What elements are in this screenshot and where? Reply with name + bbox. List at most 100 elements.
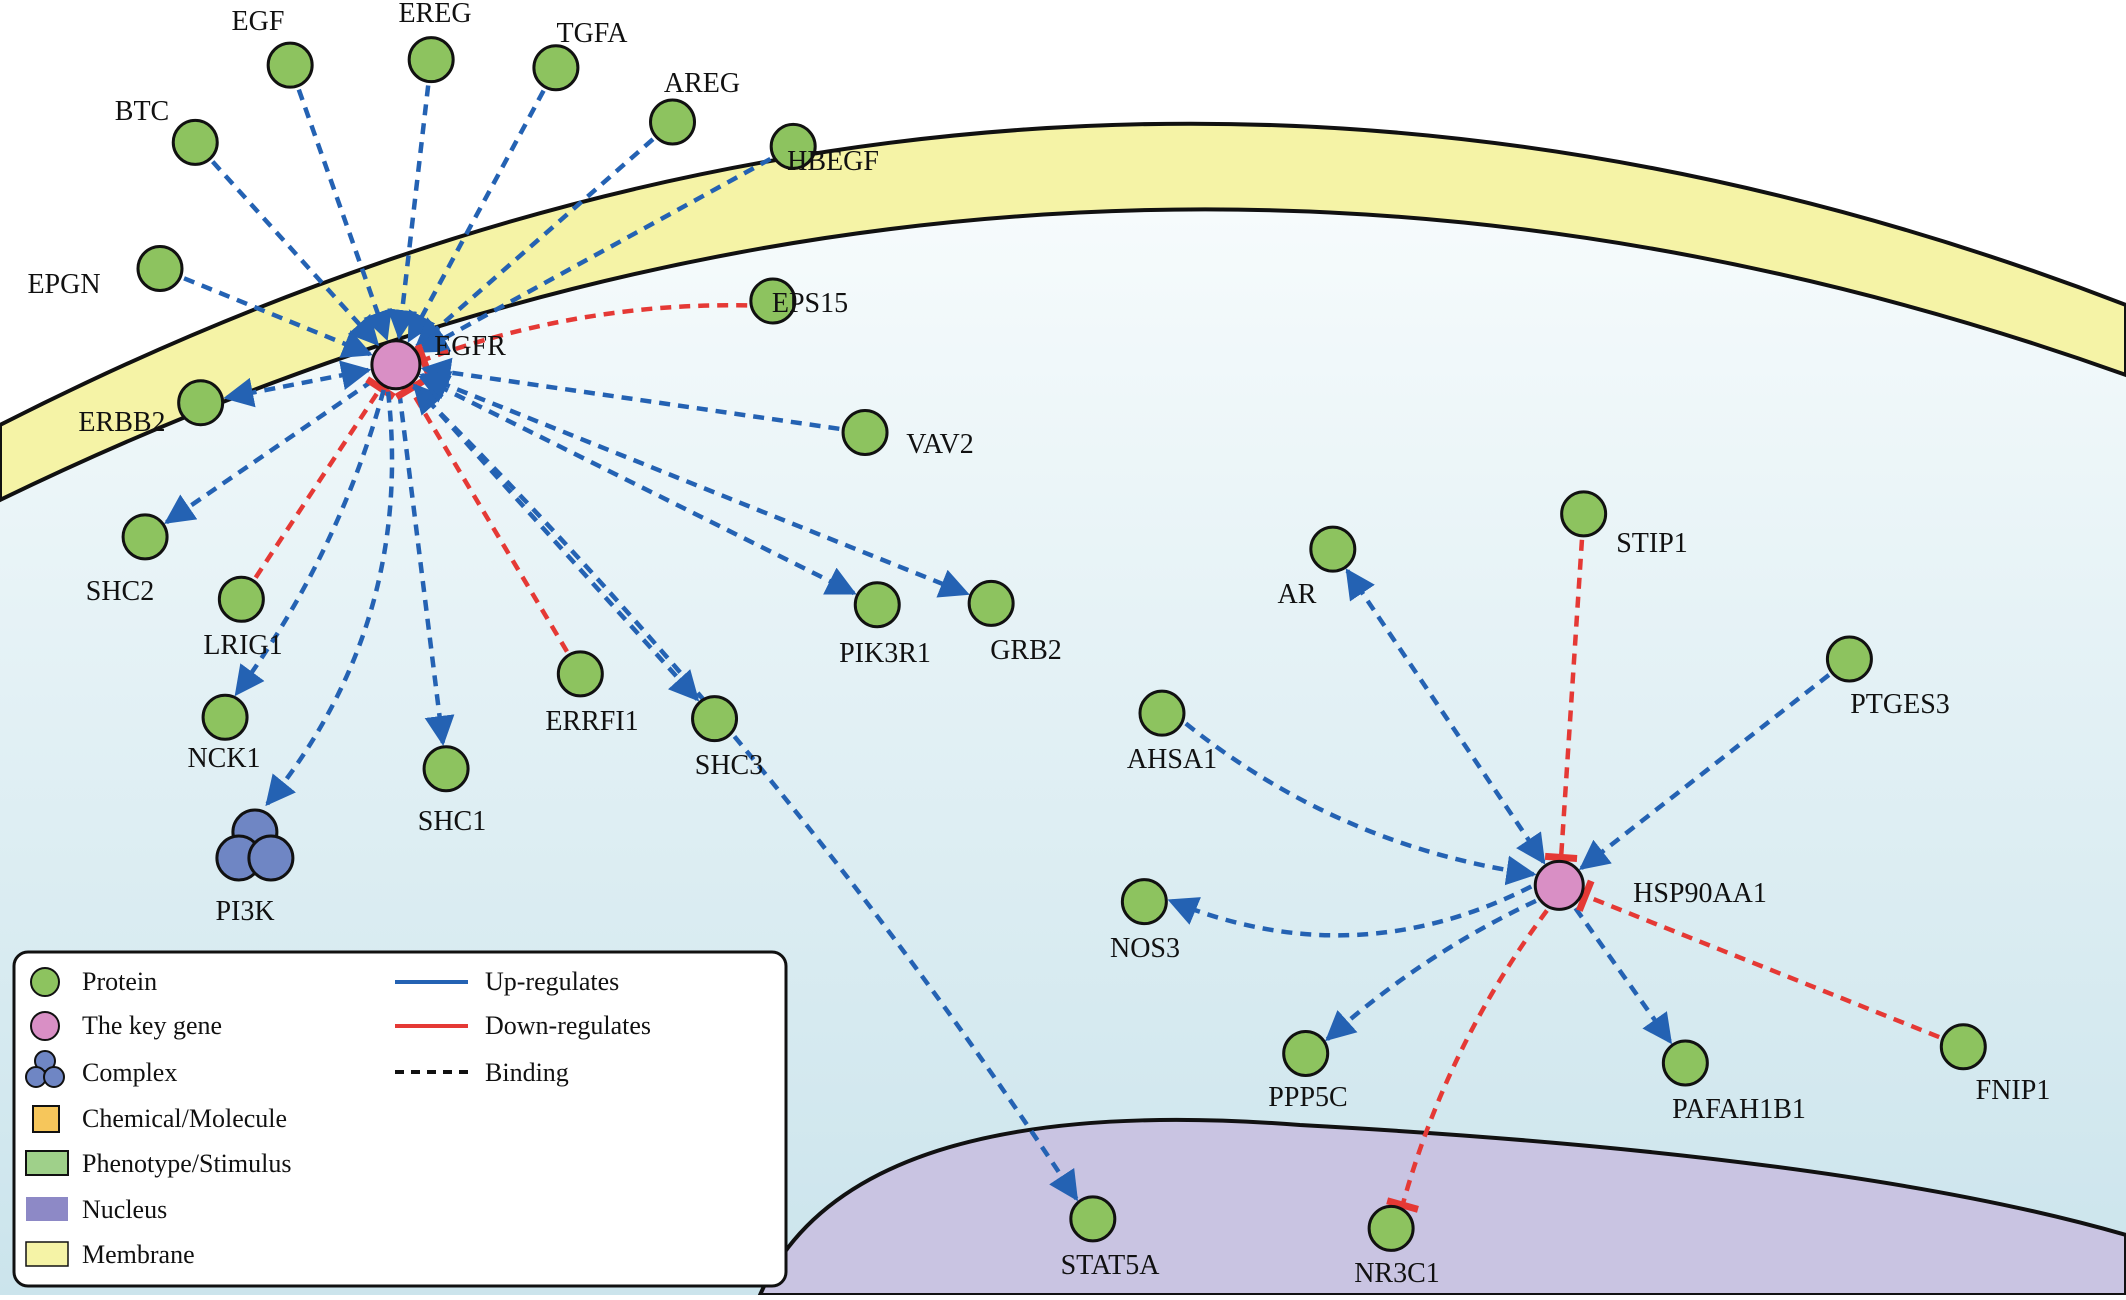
edge-ptges3-hsp90aa1: [1578, 673, 1831, 871]
node-shc2[interactable]: SHC2: [86, 513, 169, 607]
legend-protein-label: Protein: [82, 967, 157, 996]
edge-egfr-nck1: [234, 389, 386, 697]
node-ppp5c[interactable]: PPP5C: [1268, 1030, 1348, 1113]
node-label-epgn: EPGN: [27, 269, 100, 300]
node-label-egfr: EGFR: [434, 331, 506, 362]
node-hsp90aa1[interactable]: HSP90AA1: [1533, 859, 1767, 911]
protein-circle: [853, 581, 901, 629]
nucleus-region: [756, 1117, 2126, 1297]
protein-circle: [1939, 1023, 1987, 1071]
node-fnip1[interactable]: FNIP1: [1939, 1023, 2050, 1106]
node-label-btc: BTC: [115, 96, 169, 127]
protein-circle: [407, 36, 455, 84]
node-label-pafah1b1: PAFAH1B1: [1672, 1094, 1806, 1125]
node-label-vav2: VAV2: [906, 429, 973, 460]
node-grb2[interactable]: GRB2: [967, 579, 1062, 666]
node-label-grb2: GRB2: [990, 635, 1062, 666]
node-stip1[interactable]: STIP1: [1560, 490, 1688, 559]
protein-circle: [171, 118, 219, 166]
key-gene-circle: [370, 339, 422, 391]
node-epgn[interactable]: EPGN: [27, 244, 184, 300]
edge-egfr-stat5a: [412, 384, 1079, 1202]
legend-phenotype-label: Phenotype/Stimulus: [82, 1149, 291, 1178]
node-areg[interactable]: AREG: [649, 68, 741, 146]
node-ar[interactable]: AR: [1278, 525, 1357, 610]
node-stat5a[interactable]: STAT5A: [1061, 1195, 1161, 1281]
protein-circle: [136, 244, 184, 292]
edge-tgfa-egfr: [407, 89, 546, 343]
legend-complex-icon: [25, 1050, 65, 1088]
node-ptges3[interactable]: PTGES3: [1825, 635, 1950, 720]
protein-circle: [841, 409, 889, 457]
protein-circle: [1282, 1030, 1330, 1078]
node-ereg[interactable]: EREG: [398, 0, 472, 84]
edge-stip1-hsp90aa1: [1558, 539, 1585, 858]
protein-circle: [217, 575, 265, 623]
key-gene-circle: [1533, 859, 1585, 911]
edge-egfr-shc2: [164, 378, 375, 525]
protein-circle: [532, 44, 580, 92]
edge-hsp90aa1-ar: [1345, 568, 1546, 865]
node-label-nr3c1: NR3C1: [1354, 1258, 1440, 1289]
node-pik3r1[interactable]: PIK3R1: [839, 581, 931, 669]
node-label-hbegf: HBEGF: [787, 146, 879, 177]
legend-chemical-label: Chemical/Molecule: [82, 1104, 287, 1133]
node-lrig1[interactable]: LRIG1: [203, 575, 283, 661]
node-label-ahsa1: AHSA1: [1127, 744, 1217, 775]
legend-binding-label: Binding: [485, 1058, 569, 1087]
interaction-edges: [164, 85, 1940, 1213]
edge-hsp90aa1-nr3c1: [1400, 909, 1549, 1206]
protein-circle: [769, 122, 817, 170]
node-hbegf[interactable]: HBEGF: [769, 122, 879, 177]
node-label-pik3r1: PIK3R1: [839, 638, 931, 669]
protein-circle: [1825, 635, 1873, 683]
legend-nucleus-icon: [26, 1197, 68, 1221]
node-label-tgfa: TGFA: [556, 18, 628, 49]
node-label-eps15: EPS15: [772, 288, 848, 319]
node-vav2[interactable]: VAV2: [841, 409, 974, 460]
legend-box: [12, 950, 788, 1288]
node-pafah1b1[interactable]: PAFAH1B1: [1661, 1039, 1806, 1125]
node-eps15[interactable]: EPS15: [749, 277, 848, 325]
edge-btc-egfr: [210, 160, 380, 347]
node-nos3[interactable]: NOS3: [1110, 878, 1180, 964]
node-shc3[interactable]: SHC3: [691, 695, 764, 781]
legend-phenotype-icon: [25, 1150, 69, 1176]
node-nck1[interactable]: NCK1: [187, 693, 261, 774]
protein-circle: [556, 650, 604, 698]
node-label-stip1: STIP1: [1616, 528, 1688, 559]
edge-hsp90aa1-ppp5c: [1325, 898, 1537, 1042]
cell-membrane-band: [0, 121, 2126, 503]
node-label-lrig1: LRIG1: [203, 630, 282, 661]
node-ahsa1[interactable]: AHSA1: [1127, 689, 1217, 775]
protein-circle: [1560, 490, 1608, 538]
node-shc1[interactable]: SHC1: [418, 745, 486, 837]
node-nr3c1[interactable]: NR3C1: [1354, 1204, 1440, 1289]
protein-circle: [177, 379, 225, 427]
legend-down-label: Down-regulates: [485, 1011, 651, 1040]
node-label-erbb2: ERBB2: [78, 407, 165, 438]
node-btc[interactable]: BTC: [115, 96, 219, 166]
protein-circle: [1367, 1204, 1415, 1252]
edge-fnip1-hsp90aa1: [1584, 893, 1940, 1040]
node-egf[interactable]: EGF: [232, 6, 314, 89]
legend-protein-icon: [30, 967, 60, 997]
node-label-shc3: SHC3: [695, 750, 763, 781]
edge-areg-egfr: [414, 137, 655, 349]
edge-hbegf-egfr: [417, 156, 772, 354]
protein-circle: [749, 277, 797, 325]
edge-egfr-pi3k: [265, 391, 395, 807]
node-tgfa[interactable]: TGFA: [532, 18, 628, 92]
protein-circle: [1661, 1039, 1709, 1087]
legend-membrane-icon: [25, 1241, 69, 1267]
node-erbb2[interactable]: ERBB2: [78, 379, 225, 438]
protein-circle: [422, 745, 470, 793]
node-errfi1[interactable]: ERRFI1: [545, 650, 639, 737]
protein-circle: [649, 98, 697, 146]
legend-complex-label: Complex: [82, 1058, 177, 1087]
node-label-hsp90aa1: HSP90AA1: [1633, 878, 1767, 909]
node-egfr[interactable]: EGFR: [370, 331, 506, 391]
node-pi3k[interactable]: PI3K: [215, 808, 295, 927]
